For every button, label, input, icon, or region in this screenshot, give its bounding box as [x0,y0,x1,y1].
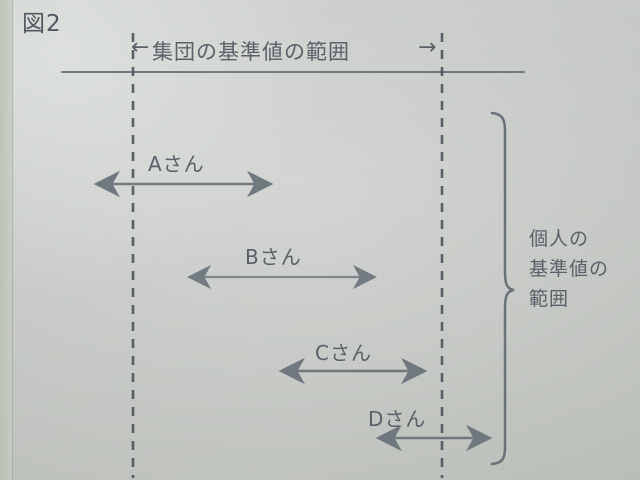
population-range-caption: 集団の基準値の範囲 [152,40,350,64]
left-arrow-icon: ← [131,35,150,60]
figure-number-label: 図2 [22,11,62,37]
individual-range-brace [490,111,515,466]
person-label-c: Cさん [315,341,372,365]
person-label-d: Dさん [368,407,427,431]
person-label-b: Bさん [245,245,302,269]
individual-range-caption-line-2: 基準値の [529,258,610,280]
right-arrow-icon: → [418,35,437,60]
page-edge-line [12,0,13,480]
person-label-a: Aさん [148,152,205,176]
individual-range-caption-line-1: 個人の [529,228,590,250]
individual-range-caption: 個人の 基準値の 範囲 [529,224,609,314]
page-edge-shadow [0,0,14,480]
individual-range-caption-line-3: 範囲 [529,288,570,310]
